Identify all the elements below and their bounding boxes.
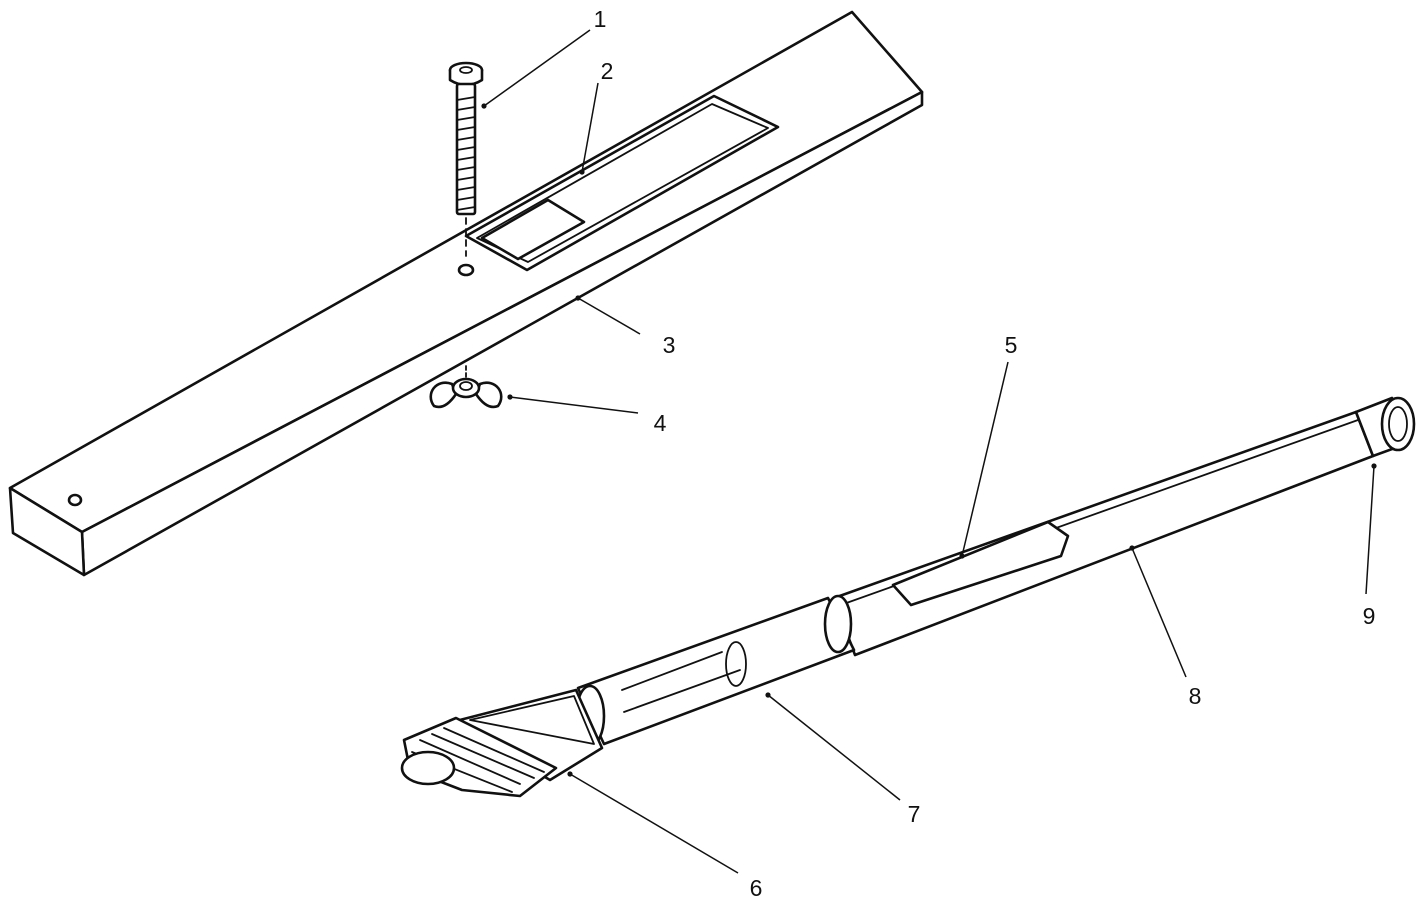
callout-3: 3	[663, 332, 676, 358]
bar-label-panel	[464, 94, 780, 272]
callout-4: 4	[654, 410, 667, 436]
coupling-sleeve	[574, 594, 856, 748]
callout-5: 5	[1005, 332, 1018, 358]
end-cap	[1354, 396, 1416, 458]
extension-pole	[832, 410, 1375, 657]
callout-6: 6	[750, 875, 763, 901]
callout-1: 1	[594, 6, 607, 32]
bolt	[448, 61, 484, 277]
wing-nut	[429, 365, 503, 409]
callout-8: 8	[1189, 683, 1202, 709]
paint-brush	[400, 688, 604, 798]
callout-2: 2	[601, 58, 614, 84]
callout-leaders	[481, 29, 1377, 874]
callout-9: 9	[1363, 603, 1376, 629]
callout-7: 7	[908, 801, 921, 827]
end-hole	[67, 493, 83, 507]
bolt-hole	[457, 263, 475, 277]
